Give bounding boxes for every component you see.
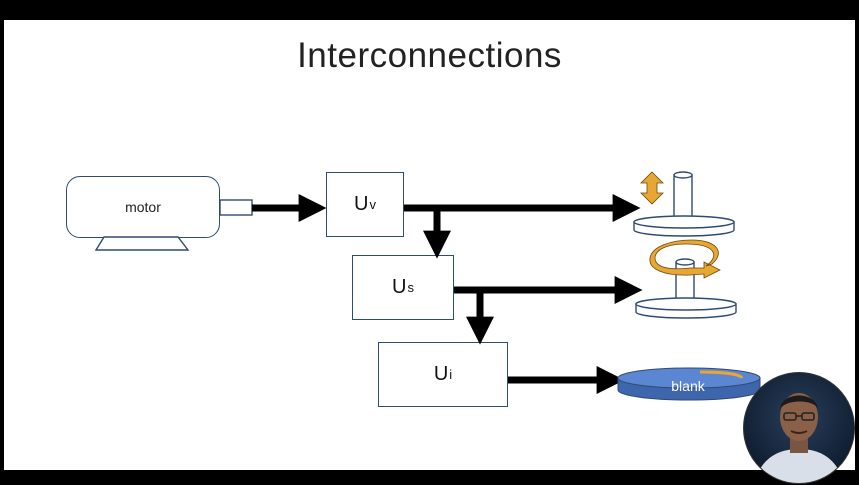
vertical-motion-icon: [640, 171, 664, 205]
motor-label: motor: [125, 199, 161, 215]
blank-label: blank: [671, 378, 705, 394]
presenter-avatar: [743, 372, 855, 484]
spindle-vertical: [633, 171, 735, 237]
unit-uv-sub: v: [369, 197, 376, 212]
rotation-icon: [649, 239, 721, 279]
blank-disc-icon: [617, 367, 761, 401]
unit-ui-sub: i: [449, 367, 453, 382]
unit-us-letter: U: [392, 276, 407, 298]
unit-ui-letter: U: [433, 363, 449, 385]
unit-uv-letter: U: [354, 193, 369, 215]
slide-title: Interconnections: [297, 36, 562, 75]
motor-base: [94, 236, 190, 251]
spindle-rotation: [635, 258, 737, 319]
unit-us-sub: s: [407, 280, 414, 295]
motor-shaft: [219, 199, 253, 216]
